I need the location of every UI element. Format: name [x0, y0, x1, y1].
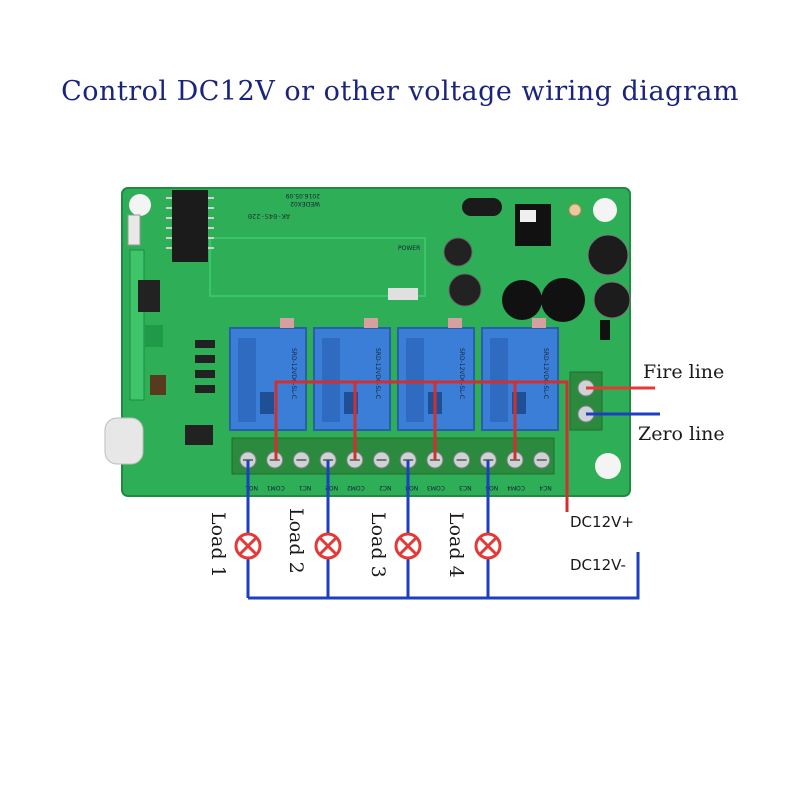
dc-plus-wire	[274, 380, 569, 512]
ic-chip	[138, 280, 160, 312]
output-terminal-block	[231, 437, 555, 475]
board-model-text: AK-04S-220	[248, 212, 290, 220]
wiring	[234, 380, 660, 600]
jumper-header	[185, 425, 213, 445]
antenna-coil	[104, 417, 144, 465]
terminal-label: NO3	[405, 484, 418, 491]
fire-line-label: Fire line	[643, 361, 724, 383]
load-lamp	[474, 532, 502, 560]
load-lamp	[394, 532, 422, 560]
relay: SRD-12VDC-SL-C	[229, 318, 307, 431]
capacitor	[443, 237, 473, 267]
mount-hole	[595, 453, 621, 479]
power-module-outline	[209, 237, 426, 297]
load-lamp	[234, 532, 262, 560]
board-date-text: 2016.05.09	[285, 192, 320, 199]
pcb-board: POWER AK-04S-220 WEDEX02 2016.05.09	[104, 187, 631, 497]
coil	[150, 375, 166, 395]
capacitor	[593, 281, 631, 319]
terminal-label: COM2	[347, 484, 365, 491]
terminal-label: NO2	[325, 484, 338, 491]
mount-hole	[593, 198, 617, 222]
rf-module	[129, 249, 145, 401]
relay: SRD-12VDC-SL-C	[481, 318, 559, 431]
capacitor	[448, 273, 482, 307]
load-label-2: Load 2	[285, 508, 307, 574]
terminal-label: NC2	[379, 484, 392, 491]
inductor	[502, 280, 542, 320]
load-label-1: Load 1	[207, 512, 229, 578]
power-connector	[388, 288, 418, 300]
load-label-3: Load 3	[367, 512, 389, 578]
relay-label: SRD-12VDC-SL-C	[542, 348, 549, 399]
relay-label: SRD-12VDC-SL-C	[374, 348, 381, 399]
terminal-label: NC1	[299, 484, 312, 491]
inductor	[541, 278, 585, 322]
mount-hole	[129, 194, 151, 216]
terminal-labels: NO1 COM1 NC1 NO2 COM2 NC2 NO3 COM3 NC3 NO4 COM4 NC4	[245, 484, 552, 491]
load-label-4: Load 4	[445, 512, 467, 578]
dc-minus-wire	[248, 552, 640, 600]
zero-line-label: Zero line	[638, 423, 725, 445]
terminal-label: COM4	[507, 484, 525, 491]
terminal-label: NO4	[485, 484, 498, 491]
inductor	[145, 325, 163, 347]
terminal-label: COM1	[267, 484, 285, 491]
terminal-label: NC3	[459, 484, 472, 491]
load-lamp	[314, 532, 342, 560]
ic-chip	[172, 190, 208, 262]
dc-plus-label: DC12V+	[570, 513, 634, 531]
board-code-text: WEDEX02	[290, 200, 320, 207]
power-label: POWER	[398, 245, 420, 252]
relay-label: SRD-12VDC-SL-C	[458, 348, 465, 399]
relay-group: SRD-12VDC-SL-C SRD-12VDC-SL-C SRD-12VDC-SL…	[229, 318, 559, 431]
page-title: Control DC12V or other voltage wiring di…	[61, 76, 739, 107]
relay-label: SRD-12VDC-SL-C	[290, 348, 297, 399]
dc-minus-label: DC12V-	[570, 556, 626, 574]
relay: SRD-12VDC-SL-C	[313, 318, 391, 431]
crystal	[127, 214, 141, 246]
capacitor	[587, 234, 629, 276]
terminal-label: NO1	[245, 484, 258, 491]
resistor	[462, 198, 502, 216]
terminal-label: COM3	[427, 484, 445, 491]
terminal-label: NC4	[539, 484, 552, 491]
